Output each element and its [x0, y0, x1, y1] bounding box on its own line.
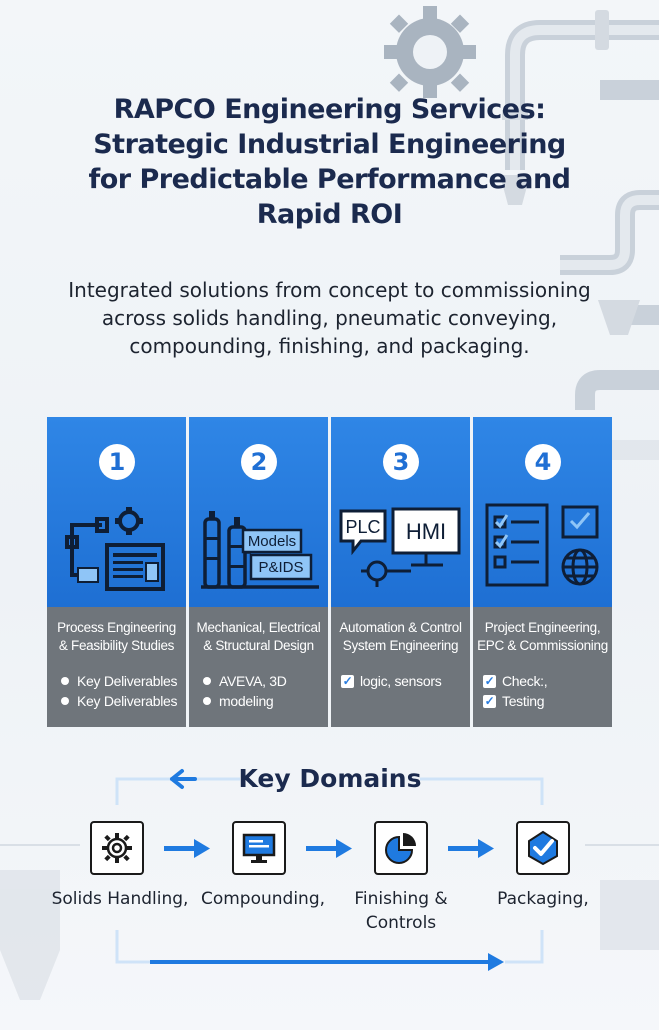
plc-label: PLC: [345, 517, 380, 537]
key-domains-title: Key Domains: [238, 764, 422, 793]
bullet-dot-icon: [203, 677, 211, 685]
card-body: Project Engineering, EPC & Commissioning…: [473, 607, 612, 727]
card-item-list: AVEVA, 3D modeling: [199, 671, 324, 711]
card-heading-line: Automation & Control: [339, 620, 462, 635]
bullet-dot-icon: [203, 697, 211, 705]
list-item-text: Key Deliverables: [77, 693, 178, 709]
card-item-list: ✓ Check:, ✓ Testing: [483, 671, 608, 711]
list-item: Key Deliverables: [57, 671, 182, 691]
bullet-dot-icon: [61, 697, 69, 705]
card-heading-line: Project Engineering,: [484, 620, 601, 635]
top-connector-right: [420, 777, 544, 805]
card-heading-line: Mechanical, Electrical: [196, 620, 321, 635]
card-header: 2 Models P&IDS: [189, 417, 328, 607]
card-body: Mechanical, Electrical & Structural Desi…: [189, 607, 328, 727]
list-item-text: AVEVA, 3D: [219, 673, 287, 689]
domain-label-packaging: Packaging,: [463, 887, 623, 911]
package-check-icon: [528, 830, 558, 866]
card-header: 3 PLC HMI: [331, 417, 470, 607]
list-item-text: modeling: [219, 693, 274, 709]
card-heading-line: & Structural Design: [203, 638, 314, 653]
card-heading: Project Engineering, EPC & Commissioning: [475, 619, 610, 655]
list-item: modeling: [199, 691, 324, 711]
card-heading: Process Engineering & Feasibility Studie…: [49, 619, 184, 655]
domain-label-line: Finishing &: [354, 889, 448, 909]
domain-label-line: Solids Handling,: [51, 889, 189, 909]
domain-finishing-controls: [374, 821, 428, 875]
page-subtitle: Integrated solutions from concept to com…: [20, 276, 639, 360]
service-card-automation: 3 PLC HMI Automation & Control System En…: [331, 417, 470, 727]
card-heading-line: System Engineering: [342, 638, 459, 653]
back-arrow-icon: [170, 769, 197, 789]
checkbox-check-icon: ✓: [483, 673, 496, 688]
models-label: Models: [248, 533, 296, 550]
subtitle-line: compounding, finishing, and packaging.: [129, 334, 530, 358]
list-item-text: Testing: [502, 693, 545, 709]
page-title: RAPCO Engineering Services: Strategic In…: [40, 92, 619, 232]
checkbox-check-icon: ✓: [483, 693, 496, 708]
step-number-badge: 4: [525, 444, 561, 480]
list-item-text: logic, sensors: [360, 673, 442, 689]
domain-label-compounding: Compounding,: [183, 887, 343, 911]
checklist-globe-icon: [485, 503, 599, 587]
hmi-label: HMI: [406, 519, 446, 544]
title-line: for Predictable Performance and: [88, 164, 571, 195]
title-line: Strategic Industrial Engineering: [93, 129, 566, 160]
subtitle-line: across solids handling, pneumatic convey…: [101, 306, 558, 330]
pie-chart-icon: [385, 833, 416, 864]
list-item: ✓ logic, sensors: [341, 671, 466, 691]
card-header: 4: [473, 417, 612, 607]
domain-compounding: [232, 821, 286, 875]
list-item: ✓ Testing: [483, 691, 608, 711]
checkbox-check-icon: ✓: [341, 673, 354, 688]
list-item-text: Key Deliverables: [77, 673, 178, 689]
step-number-badge: 3: [383, 444, 419, 480]
card-item-list: ✓ logic, sensors: [341, 671, 466, 691]
pipes-gear-document-icon: [65, 507, 165, 591]
domain-packaging: [516, 821, 570, 875]
service-card-process-engineering: 1 Process Engineering & Feasibility: [47, 417, 186, 727]
list-item: AVEVA, 3D: [199, 671, 324, 691]
card-heading-line: & Feasibility Studies: [58, 638, 175, 653]
domain-label-solids: Solids Handling,: [40, 887, 200, 911]
domain-label-line: Controls: [365, 913, 437, 933]
card-body: Process Engineering & Feasibility Studie…: [47, 607, 186, 727]
domain-solids-handling: [90, 821, 144, 875]
domain-label-line: Compounding,: [200, 889, 326, 909]
card-item-list: Key Deliverables Key Deliverables: [57, 671, 182, 711]
card-heading-line: Process Engineering: [57, 620, 176, 635]
domain-label-finishing: Finishing & Controls: [321, 887, 481, 935]
card-heading: Mechanical, Electrical & Structural Desi…: [191, 619, 326, 655]
domain-label-line: Packaging,: [497, 889, 589, 909]
card-header: 1: [47, 417, 186, 607]
service-card-project-engineering: 4: [473, 417, 612, 727]
list-item-text: Check:,: [502, 673, 548, 689]
bullet-dot-icon: [61, 677, 69, 685]
plc-hmi-icon: PLC HMI: [339, 507, 461, 587]
title-line: Rapid ROI: [256, 199, 403, 230]
step-number-badge: 2: [241, 444, 277, 480]
pids-label: P&IDS: [258, 559, 303, 576]
step-number-badge: 1: [99, 444, 135, 480]
monitor-icon: [242, 833, 276, 863]
title-line: RAPCO Engineering Services:: [113, 94, 546, 125]
background-gear-icon: [384, 6, 476, 98]
list-item: ✓ Check:,: [483, 671, 608, 691]
subtitle-line: Integrated solutions from concept to com…: [68, 278, 591, 302]
plant-models-pids-icon: Models P&IDS: [201, 511, 319, 589]
forward-arrow-icon: [164, 839, 494, 858]
list-item: Key Deliverables: [57, 691, 182, 711]
card-heading-line: EPC & Commissioning: [477, 638, 608, 653]
gear-icon: [102, 833, 132, 863]
top-connector-left: [115, 777, 240, 805]
service-card-design: 2 Models P&IDS Mechanical, Electrical & …: [189, 417, 328, 727]
card-heading: Automation & Control System Engineering: [333, 619, 468, 655]
card-body: Automation & Control System Engineering …: [331, 607, 470, 727]
